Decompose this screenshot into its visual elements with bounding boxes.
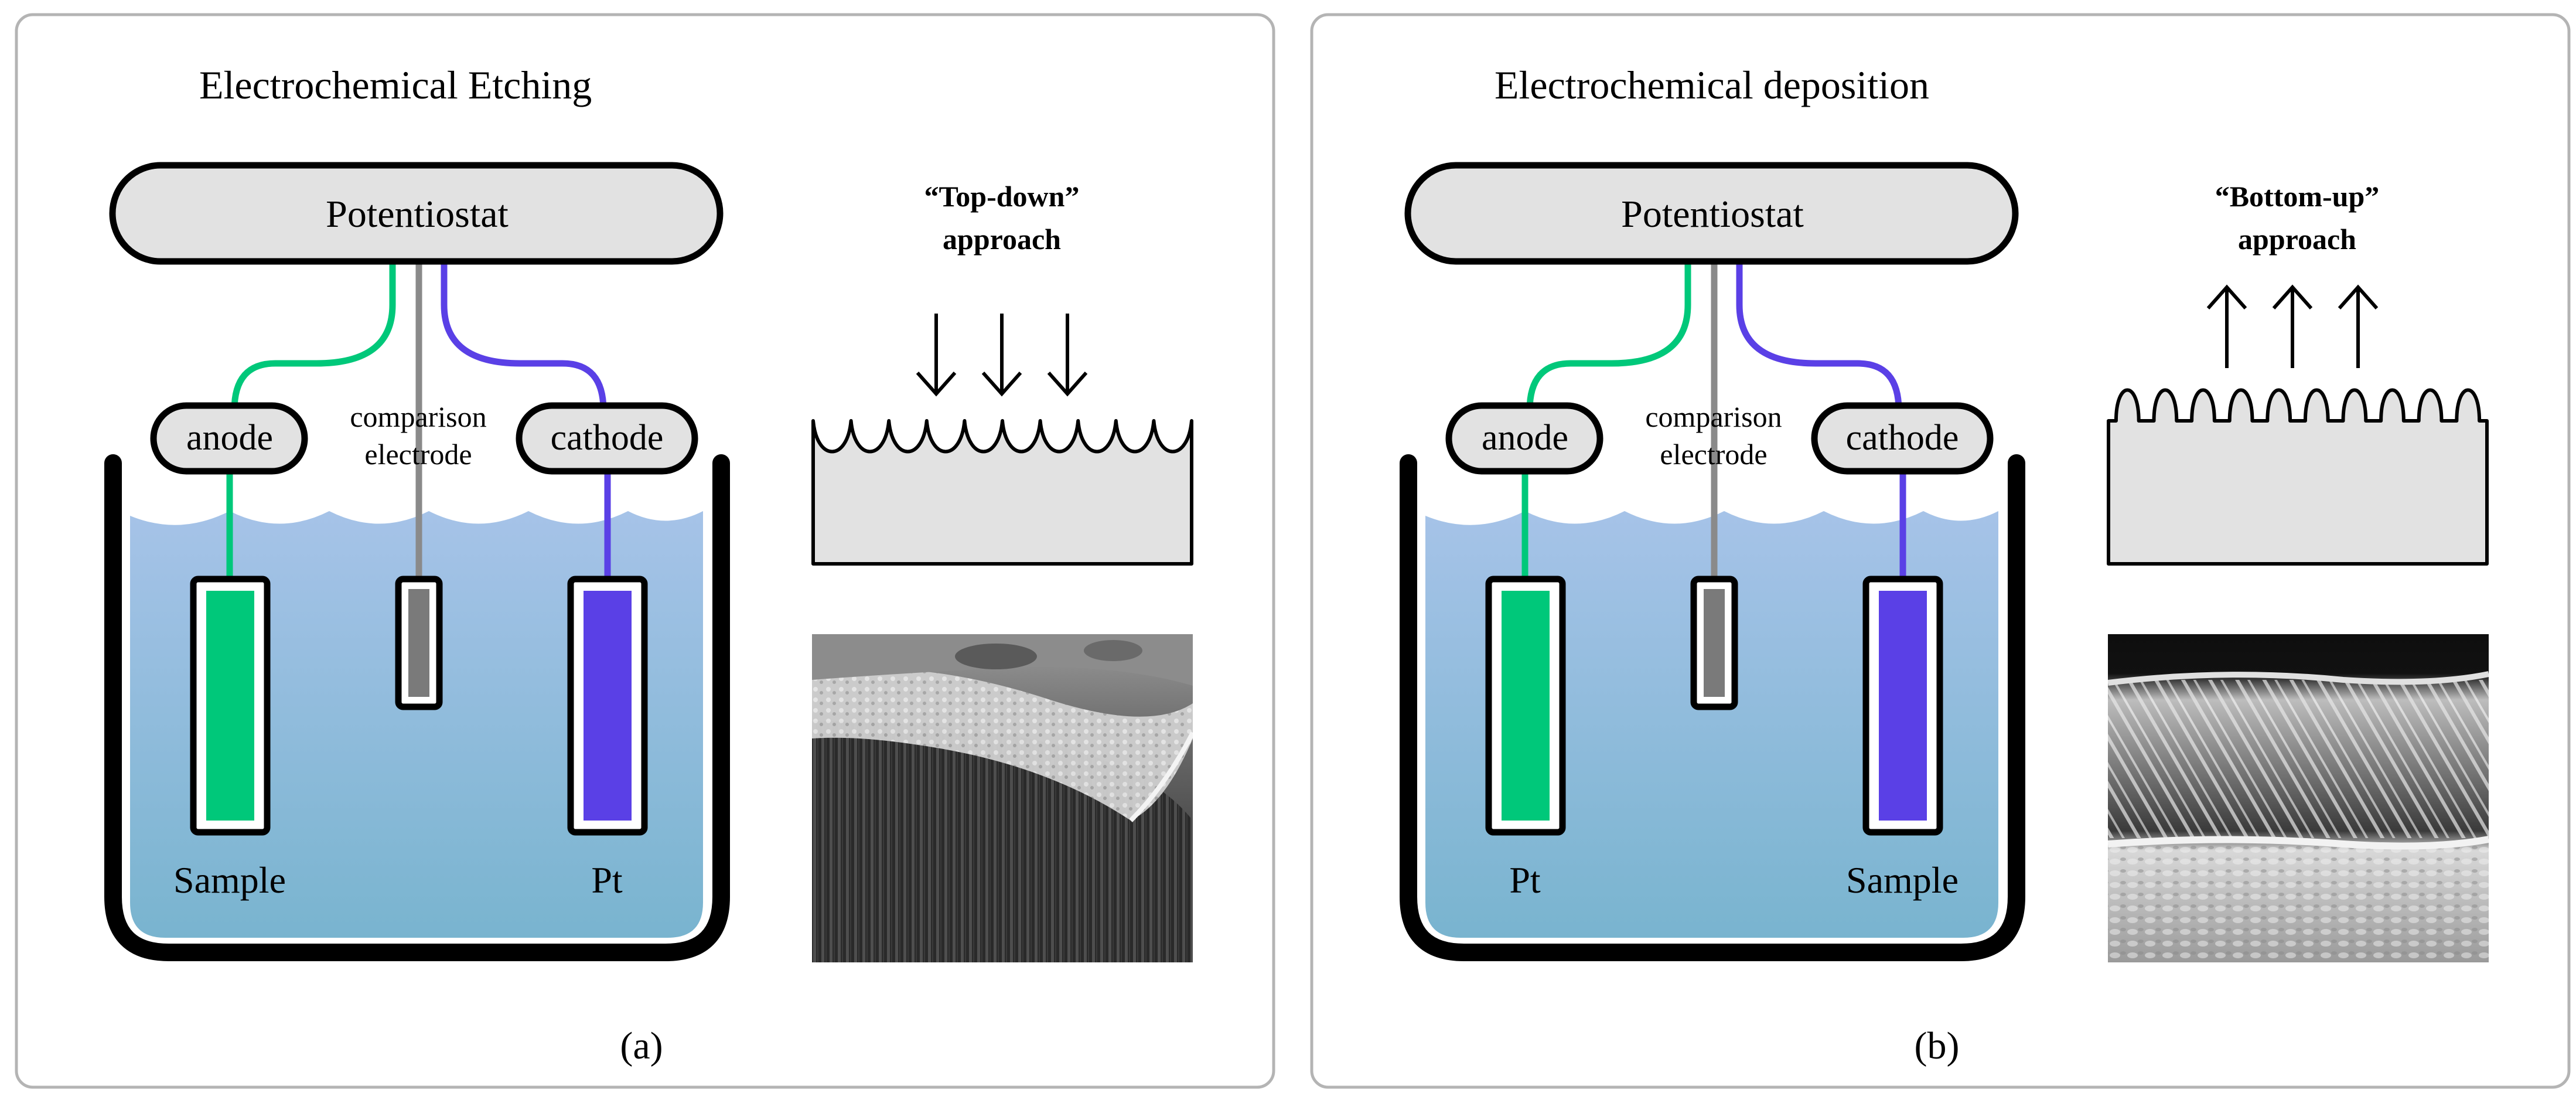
approach-label-line2: approach xyxy=(2238,223,2356,256)
approach-label-line1: “Bottom-up” xyxy=(2215,180,2380,213)
arrow-up-icon xyxy=(2206,284,2247,368)
potentiostat-box xyxy=(109,162,724,265)
left-electrode-fill xyxy=(206,591,254,821)
anode-wire xyxy=(1526,264,1691,411)
panel-caption: (a) xyxy=(620,1024,663,1067)
surface-profile xyxy=(811,419,1193,566)
anode-terminal xyxy=(150,402,308,475)
right-electrode-fill xyxy=(584,591,632,821)
right-electrode-fill xyxy=(1879,591,1927,821)
cathode-wire xyxy=(1736,264,1902,411)
reference-electrode-fill xyxy=(408,589,429,697)
left-electrode-label: Sample xyxy=(173,859,286,901)
panel-title: Electrochemical Etching xyxy=(199,63,592,107)
cathode-label: cathode xyxy=(1846,418,1959,458)
reference-electrode-fill xyxy=(1704,589,1725,697)
reference-label-line2: electrode xyxy=(1660,438,1767,471)
approach-label-line1: “Top-down” xyxy=(924,180,1080,213)
potentiostat-label: Potentiostat xyxy=(1621,193,1804,236)
panel-title: Electrochemical deposition xyxy=(1495,63,1929,107)
anode-label: anode xyxy=(1482,418,1568,458)
anode-terminal xyxy=(1445,402,1603,475)
left-electrode-label: Pt xyxy=(1509,859,1541,901)
cathode-wire xyxy=(441,264,607,411)
reference-label-line1: comparison xyxy=(1645,400,1782,433)
right-electrode-label: Pt xyxy=(591,859,623,901)
arrow-down-icon xyxy=(916,314,957,397)
cathode-terminal xyxy=(1811,402,1994,475)
electrolyte-liquid xyxy=(130,511,703,938)
arrow-down-icon xyxy=(1047,314,1088,397)
surface-profile xyxy=(2107,388,2489,566)
reference-label-line1: comparison xyxy=(350,400,486,433)
anode-wire xyxy=(231,264,396,411)
approach-label-line2: approach xyxy=(943,223,1061,256)
arrow-up-icon xyxy=(2272,284,2313,368)
sem-deposited-film-image xyxy=(2108,634,2489,962)
right-electrode-label: Sample xyxy=(1846,859,1959,901)
reference-label-line2: electrode xyxy=(364,438,472,471)
left-electrode-fill xyxy=(1502,591,1550,821)
arrow-down-icon xyxy=(981,314,1022,397)
panel-caption: (b) xyxy=(1915,1024,1960,1067)
sem-nanowire-array-image xyxy=(812,634,1193,962)
beaker xyxy=(104,454,730,961)
panel-a: Electrochemical Etching (a) Potentiostat an… xyxy=(15,13,1275,1089)
electrolyte-liquid xyxy=(1425,511,1998,938)
cathode-label: cathode xyxy=(551,418,664,458)
potentiostat-box xyxy=(1404,162,2019,265)
beaker xyxy=(1400,454,2025,961)
arrow-up-icon xyxy=(2338,284,2379,368)
anode-label: anode xyxy=(186,418,273,458)
cathode-terminal xyxy=(516,402,698,475)
potentiostat-label: Potentiostat xyxy=(326,193,509,236)
